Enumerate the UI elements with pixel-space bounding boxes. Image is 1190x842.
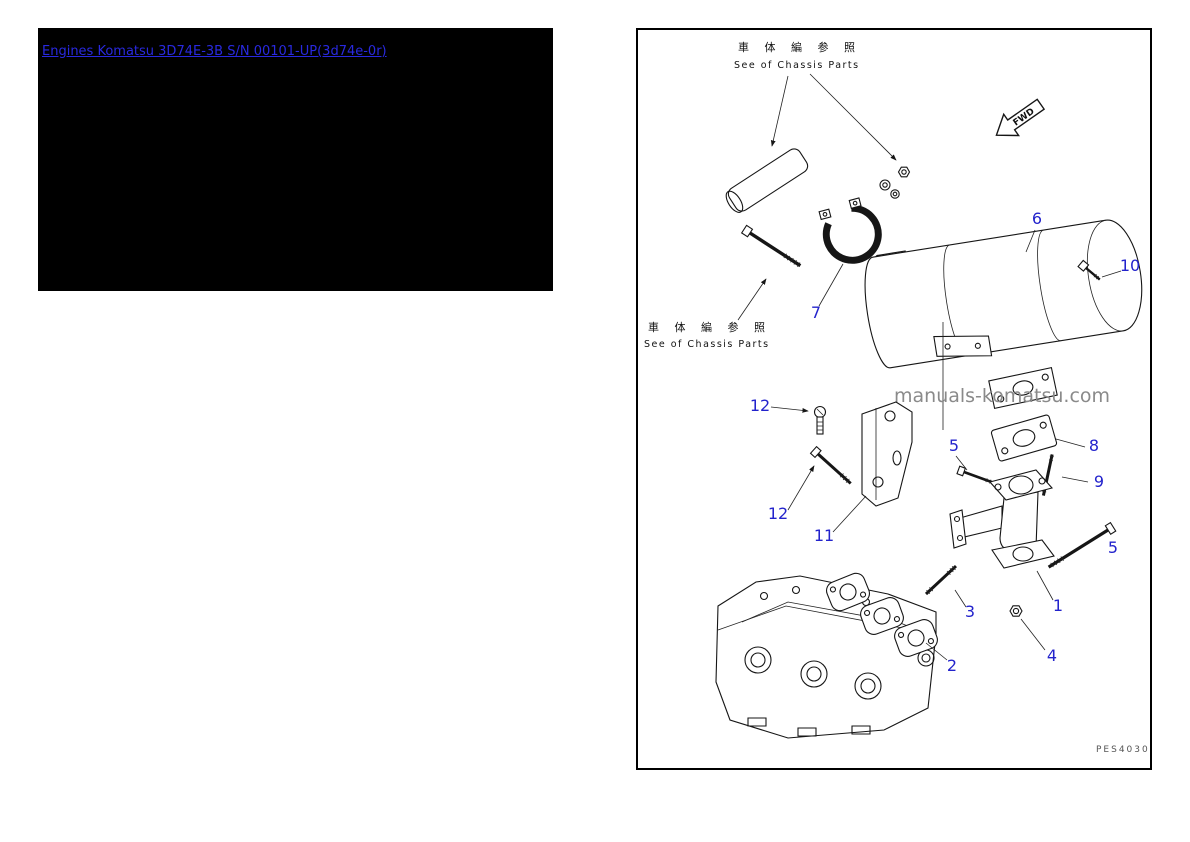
callout-6: 6 (1032, 209, 1042, 228)
top-left-black-panel: Engines Komatsu 3D74E-3B S/N 00101-UP(3d… (38, 28, 553, 291)
left-note-en: See of Chassis Parts (644, 339, 770, 350)
bolt-12-part (809, 445, 852, 485)
callout-12-top: 12 (750, 396, 770, 415)
leader-7 (818, 263, 844, 307)
fwd-arrow-icon: FWD (995, 98, 1046, 137)
callout-10: 10 (1120, 256, 1140, 275)
gasket-2-part (860, 597, 904, 635)
nut-4-part (1009, 605, 1023, 617)
callout-7: 7 (811, 303, 821, 322)
callout-5-right: 5 (1108, 538, 1118, 557)
bolt-5-right-part (1047, 521, 1117, 569)
leader-4 (1020, 618, 1046, 651)
gasket-2-part (894, 619, 938, 657)
callout-1: 1 (1053, 596, 1063, 615)
callout-2: 2 (947, 656, 957, 675)
top-note-arrow-right (809, 73, 897, 161)
drawing-code: PES4030 (1096, 745, 1150, 755)
screw-part (813, 405, 827, 435)
parts-diagram: 車 体 編 参 照 See of Chassis Parts FWD (644, 40, 1150, 755)
top-note-jp: 車 体 編 参 照 (738, 40, 861, 54)
gasket-8-part (990, 414, 1058, 462)
parts-diagram-frame: 車 体 編 参 照 See of Chassis Parts FWD (636, 28, 1152, 770)
leader-5-left (955, 455, 968, 471)
watermark: manuals-komatsu.com (894, 385, 1110, 407)
leader-11 (832, 495, 867, 533)
chassis-bolt-part (740, 224, 802, 268)
clamp-part (818, 197, 882, 264)
callout-11: 11 (814, 526, 834, 545)
leader-12-top (770, 406, 809, 413)
callout-5-left: 5 (949, 436, 959, 455)
callout-9: 9 (1094, 472, 1104, 491)
callout-4: 4 (1047, 646, 1057, 665)
leader-9 (1061, 476, 1089, 483)
gasket-2-part (826, 572, 870, 612)
bracket-part (861, 401, 913, 507)
left-note-arrow (737, 278, 767, 321)
stud-3-part (924, 564, 958, 596)
cylinder-head-part (715, 575, 937, 739)
leader-12-lower (787, 465, 815, 511)
manifold-part (949, 469, 1055, 569)
pipe-part (725, 148, 809, 213)
callout-8: 8 (1089, 436, 1099, 455)
leader-6 (1025, 229, 1036, 253)
leader-2 (925, 642, 948, 661)
callout-12-lower: 12 (768, 504, 788, 523)
top-note-en: See of Chassis Parts (734, 60, 860, 71)
left-note-jp: 車 体 編 参 照 (648, 320, 771, 334)
bolt-10-part (1077, 259, 1101, 281)
muffler-flange-part (988, 367, 1058, 409)
manual-title-link[interactable]: Engines Komatsu 3D74E-3B S/N 00101-UP(3d… (42, 44, 387, 59)
leader-1 (1036, 570, 1054, 601)
washer-nut-set (879, 166, 911, 199)
nut-icon (897, 166, 911, 178)
muffler-bracket (933, 335, 993, 357)
top-note-arrow-left (770, 75, 789, 147)
leader-8 (1055, 438, 1086, 448)
muffler-part (864, 219, 1143, 369)
leader-3 (954, 589, 967, 608)
leader-10 (1101, 270, 1122, 278)
callout-3: 3 (965, 602, 975, 621)
